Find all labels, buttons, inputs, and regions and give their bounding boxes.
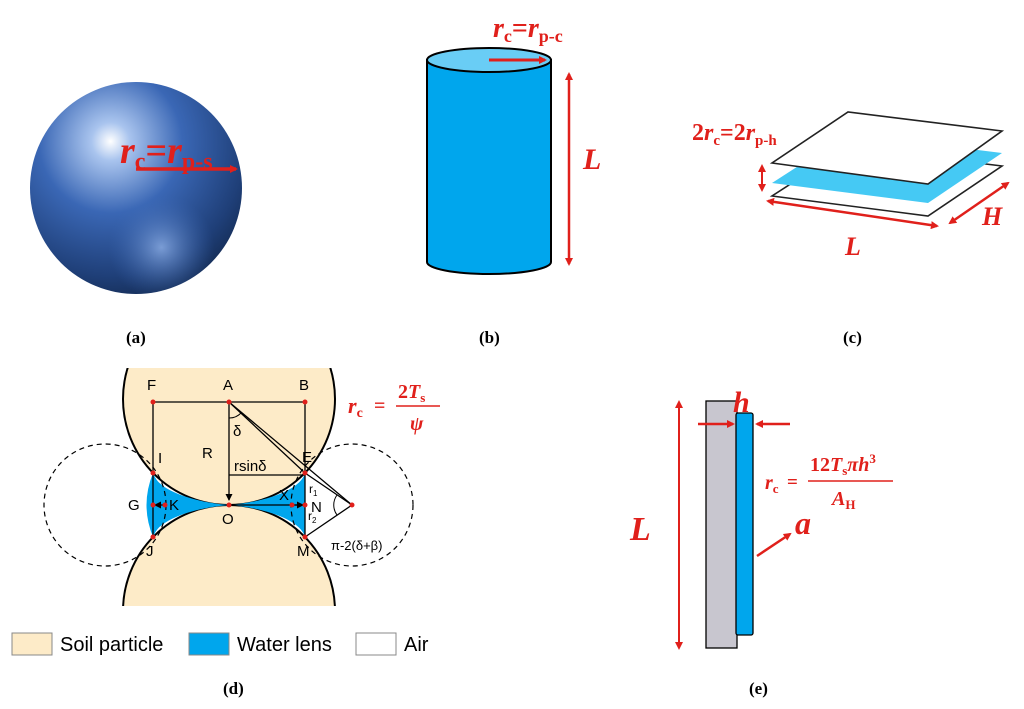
svg-text:ψ: ψ: [410, 413, 424, 435]
formula-sub: p-s: [182, 149, 213, 175]
formula-c: c: [135, 149, 146, 175]
panel-e-label: (e): [749, 679, 768, 698]
angle-arc: [333, 494, 338, 516]
plates-formula: 2rc=2rp-h: [692, 120, 777, 149]
length-label: L: [582, 143, 601, 176]
formula-sub: p-h: [755, 133, 777, 149]
svg-text:rc: rc: [765, 472, 779, 496]
delta-arc: [228, 412, 242, 419]
length-arrow: [766, 197, 939, 230]
a-arrow: [756, 532, 792, 558]
formula-r2: r: [746, 120, 756, 146]
panel-a: rc=rp-s (a): [30, 82, 242, 347]
legend-swatch-water: [188, 632, 230, 656]
label-r1: r1: [309, 482, 318, 498]
formula-eq: =: [512, 13, 528, 44]
formula-eq: =: [145, 130, 167, 172]
legend-label-air: Air: [404, 634, 429, 656]
point-F: F: [147, 377, 156, 394]
label-delta: δ: [233, 423, 241, 440]
length-label: L: [629, 511, 651, 548]
panel-e: L h a rc = 12Tsπh3 AH (e): [629, 386, 893, 698]
formula-r2: r: [167, 130, 183, 172]
point-G: G: [128, 497, 140, 514]
legend-label-water: Water lens: [237, 634, 332, 656]
panel-c: 2rc=2rp-h L H (c): [692, 111, 1010, 347]
sphere-glow: [30, 82, 242, 294]
panel-a-label: (a): [126, 328, 146, 347]
water-film: [735, 412, 754, 636]
svg-text:AH: AH: [830, 488, 855, 512]
panel-c-label: (c): [843, 328, 862, 347]
a-label: a: [795, 505, 811, 541]
point-X: X: [279, 487, 289, 504]
panel-d: F A B I E G K O X N J M R δ rsinδ π-2(δ+…: [11, 368, 440, 698]
point-O: O: [222, 511, 234, 528]
point-A: A: [223, 377, 233, 394]
point-E: E: [302, 449, 312, 466]
formula-eq: =2: [720, 120, 746, 146]
legend-swatch-air: [355, 632, 397, 656]
top-plate: [769, 111, 1005, 185]
formula-r: r: [704, 120, 714, 146]
capillary-formula: rc = 2Ts ψ: [348, 381, 440, 435]
formula-r2: r: [528, 13, 540, 44]
width-arrow: [948, 181, 1010, 225]
panel-b-label: (b): [479, 328, 500, 347]
point-I: I: [158, 450, 162, 467]
formula-c: c: [713, 133, 720, 149]
cylinder-formula: rc=rp-c: [493, 13, 563, 46]
formula-r: r: [493, 13, 505, 44]
label-R: R: [202, 445, 213, 462]
film-formula: rc = 12Tsπh3 AH: [765, 451, 893, 512]
svg-text:=: =: [374, 395, 385, 417]
point-B: B: [299, 377, 309, 394]
svg-text:rc: rc: [348, 393, 363, 421]
cylinder-body: [426, 59, 552, 275]
point-M: M: [297, 543, 310, 560]
svg-text:2Ts: 2Ts: [398, 381, 425, 405]
legend: Soil particle Water lens Air: [11, 632, 429, 656]
legend-swatch-soil: [11, 632, 53, 656]
legend-label-soil: Soil particle: [60, 634, 163, 656]
formula-two: 2: [692, 120, 704, 146]
point-N: N: [311, 499, 322, 516]
h-label: h: [733, 386, 750, 419]
formula-c: c: [504, 26, 512, 46]
point-J: J: [146, 543, 154, 560]
label-angle: π-2(δ+β): [331, 538, 383, 553]
formula-sub: p-c: [539, 26, 563, 46]
panel-d-label: (d): [223, 679, 244, 698]
svg-text:12Tsπh3: 12Tsπh3: [810, 451, 876, 478]
svg-text:=: =: [787, 472, 798, 493]
label-r2: r2: [308, 509, 317, 525]
water-lens-left-fill: [153, 473, 229, 537]
width-label: H: [981, 202, 1003, 231]
point-K: K: [169, 497, 179, 514]
label-rsin: rsinδ: [234, 458, 267, 475]
points: [150, 399, 355, 540]
solid-plate: [705, 400, 738, 649]
formula-r: r: [120, 130, 136, 172]
length-label: L: [844, 232, 861, 261]
panel-b: rc=rp-c L (b): [426, 13, 601, 347]
